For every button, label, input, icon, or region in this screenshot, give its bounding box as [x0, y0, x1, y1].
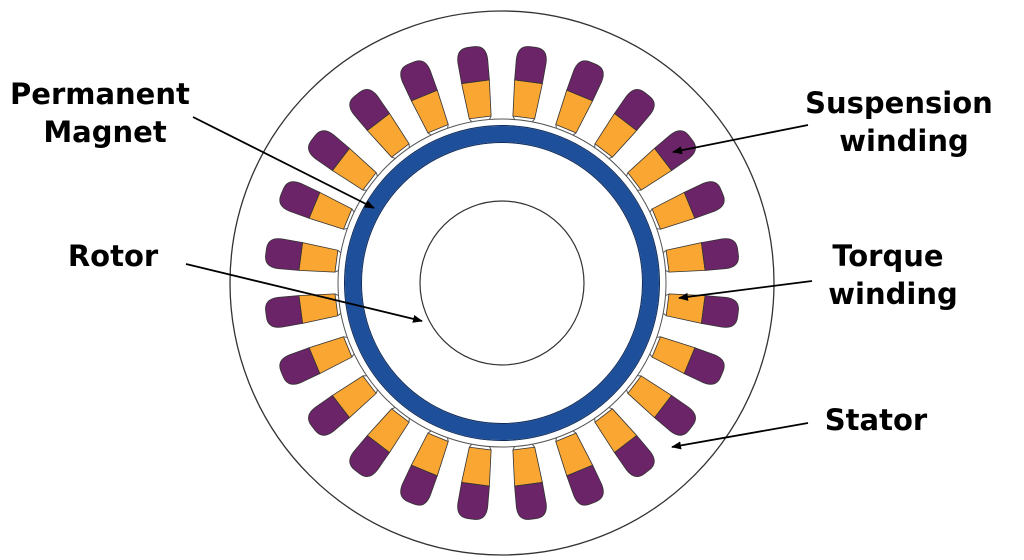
slot-opening — [512, 115, 536, 122]
arrow-suspension-winding — [672, 124, 809, 155]
slot-opening — [427, 430, 449, 442]
slot-opening — [626, 172, 642, 191]
suspension-winding-coil — [457, 46, 490, 85]
slot-opening — [649, 336, 661, 358]
suspension-winding-coil — [613, 89, 655, 132]
label-torque-winding: Torque winding — [828, 239, 957, 311]
suspension-winding-coil — [308, 394, 351, 436]
magnet-ring-outer-edge — [344, 125, 660, 441]
label-rotor: Rotor — [68, 239, 159, 273]
stator-slot — [663, 293, 739, 328]
slot-opening — [468, 444, 492, 451]
suspension-winding-coil — [349, 89, 391, 132]
slot-opening — [594, 407, 613, 423]
suspension-winding-coil — [349, 434, 391, 477]
suspension-winding-coil — [279, 347, 321, 385]
label-permanent-magnet: Permanent Magnet — [10, 77, 200, 149]
slot-opening — [555, 124, 577, 136]
slot-opening — [663, 249, 670, 273]
stator-slot — [308, 375, 378, 436]
rotor-shaft-circle — [419, 200, 585, 366]
stator-slot — [349, 89, 410, 159]
suspension-winding-coil — [279, 181, 321, 219]
stator-slot — [457, 46, 492, 122]
suspension-winding-coil — [514, 481, 547, 520]
stator-slot — [649, 181, 725, 230]
slot-opening — [512, 444, 536, 451]
slot-opening — [362, 375, 378, 394]
stator-slot — [265, 293, 341, 328]
slot-opening — [334, 293, 341, 317]
stator-slot — [512, 444, 547, 520]
slot-opening — [343, 336, 355, 358]
slot-opening — [555, 430, 577, 442]
slot-opening — [468, 115, 492, 122]
stator-slot — [279, 336, 355, 385]
slot-opening — [594, 143, 613, 159]
slot-opening — [427, 124, 449, 136]
arrow-rotor — [185, 263, 423, 323]
suspension-winding-coil — [700, 238, 739, 271]
label-suspension-winding: Suspension winding — [805, 86, 1003, 158]
stator-slot — [349, 407, 410, 477]
stator-slot — [594, 89, 655, 159]
suspension-winding-coil — [566, 60, 604, 102]
suspension-winding-coil — [514, 46, 547, 85]
arrow-permanent-magnet — [192, 116, 375, 209]
stator-slots — [265, 46, 739, 520]
stator-slot — [626, 375, 696, 436]
stator-slot — [400, 430, 449, 506]
magnet-ring-inner-edge — [361, 142, 643, 424]
suspension-winding-coil — [653, 394, 696, 436]
suspension-winding-coil — [400, 464, 438, 506]
stator-slot — [265, 238, 341, 273]
stator-slot — [594, 407, 655, 477]
suspension-winding-coil — [700, 295, 739, 328]
slot-opening — [663, 293, 670, 317]
slot-opening — [391, 407, 410, 423]
suspension-winding-coil — [400, 60, 438, 102]
stator-slot — [649, 336, 725, 385]
stator-bore-circle — [337, 118, 667, 448]
slot-opening — [334, 249, 341, 273]
permanent-magnet-ring — [345, 126, 659, 440]
stator-slot — [555, 60, 604, 136]
stator-slot — [400, 60, 449, 136]
slot-opening — [649, 208, 661, 230]
suspension-winding-coil — [683, 181, 725, 219]
stator-slot — [457, 444, 492, 520]
stator-slot — [308, 130, 378, 191]
slot-opening — [362, 172, 378, 191]
arrow-torque-winding — [678, 280, 813, 301]
suspension-winding-coil — [613, 434, 655, 477]
suspension-winding-coil — [265, 295, 304, 328]
stator-slot — [279, 181, 355, 230]
slot-opening — [626, 375, 642, 394]
stator-slot — [663, 238, 739, 273]
slot-opening — [391, 143, 410, 159]
suspension-winding-coil — [683, 347, 725, 385]
suspension-winding-coil — [265, 238, 304, 271]
stator-slot — [512, 46, 547, 122]
suspension-winding-coil — [566, 464, 604, 506]
suspension-winding-coil — [308, 130, 351, 172]
slot-opening — [343, 208, 355, 230]
suspension-winding-coil — [457, 481, 490, 520]
arrow-stator — [671, 422, 809, 450]
stator-slot — [555, 430, 604, 506]
label-stator: Stator — [825, 403, 928, 437]
